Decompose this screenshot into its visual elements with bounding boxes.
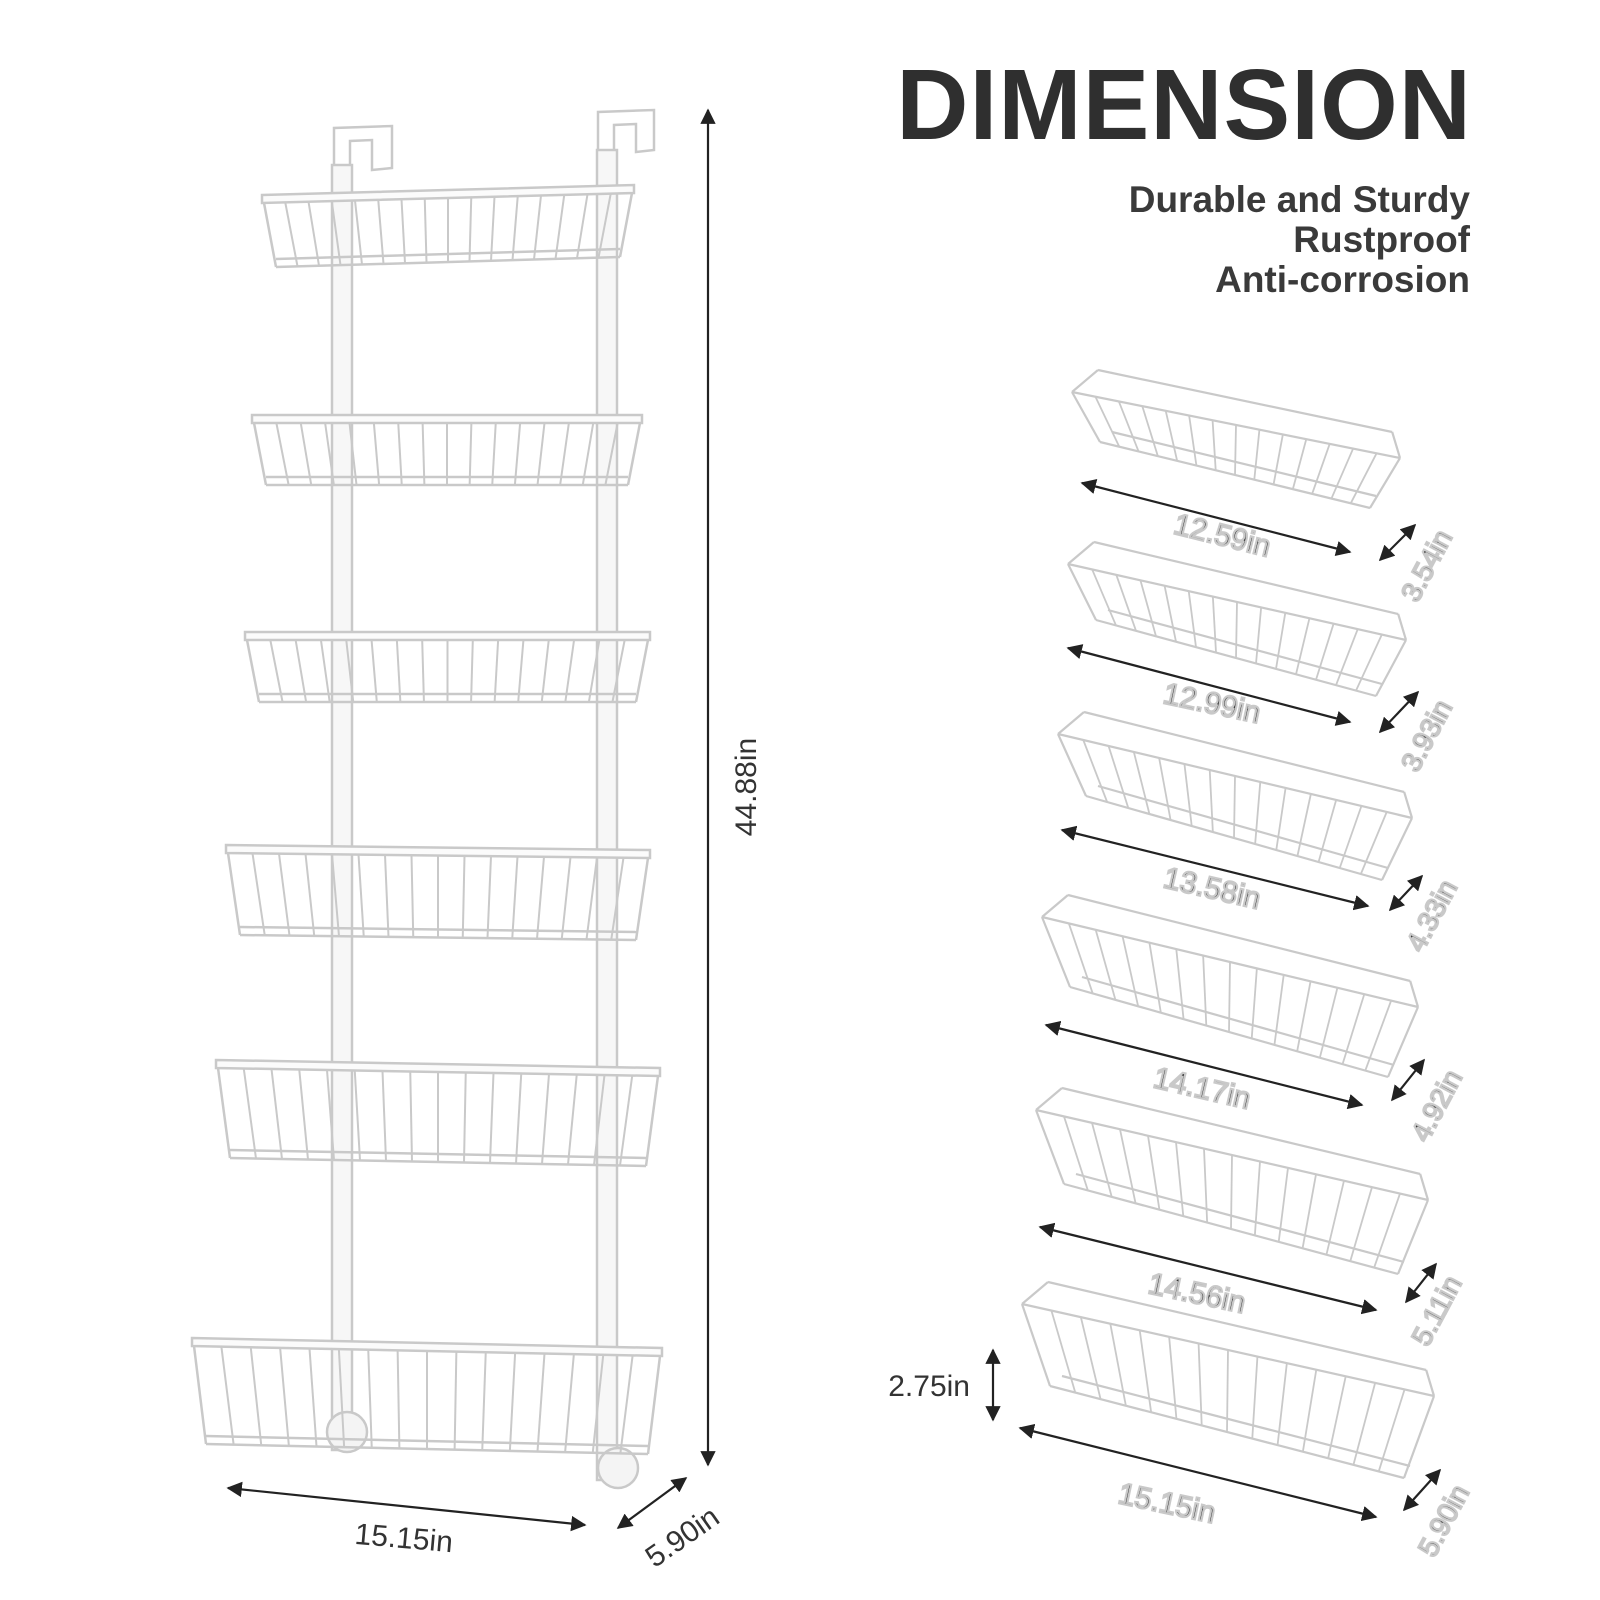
rack-shelf [250, 413, 644, 487]
basket-length-arrow [1018, 1423, 1378, 1522]
page-title: DIMENSION [896, 49, 1472, 161]
rack-shelf [214, 1058, 662, 1168]
basket-height-label: 4.92in [1405, 1065, 1468, 1147]
basket-height-arrow [1405, 1262, 1437, 1304]
basket-height-label: 5.11in [1406, 1270, 1468, 1350]
basket-height-arrow [1402, 1468, 1442, 1512]
basket-height-arrow [1378, 523, 1417, 562]
feature-item: Anti-corrosion [1215, 259, 1470, 300]
left-upright [330, 163, 354, 1452]
basket-height-arrow [1388, 874, 1424, 912]
basket-length-label: 14.17in [1150, 1062, 1253, 1116]
basket-depth-label: 2.75in [888, 1370, 970, 1403]
basket-length-label: 13.58in [1160, 862, 1263, 916]
basket-height-arrow [1378, 690, 1420, 734]
right-hook [596, 108, 656, 160]
basket [1040, 893, 1420, 1079]
rack-shelf [190, 1336, 664, 1456]
basket [1071, 368, 1402, 510]
left-hook [332, 124, 394, 175]
feature-item: Durable and Sturdy [1128, 179, 1470, 220]
rack-depth-label: 5.90in [640, 1500, 726, 1574]
rack-shelf [243, 630, 652, 704]
rack-shelf [260, 183, 636, 269]
basket [1067, 540, 1408, 698]
basket-length-arrow [1044, 1020, 1364, 1110]
rack-shelf [224, 843, 652, 942]
rack-width-label: 15.15in [353, 1518, 454, 1559]
basket [1034, 1086, 1430, 1276]
basket-length-label: 12.59in [1171, 508, 1274, 564]
left-wheel [325, 1410, 369, 1454]
basket-length-label: 15.15in [1115, 1477, 1218, 1530]
basket-height-arrow [1391, 1058, 1425, 1102]
rack-depth-arrow [616, 1477, 688, 1529]
right-upright [595, 148, 619, 1482]
rack-height-label: 44.88in [730, 738, 763, 836]
feature-item: Rustproof [1293, 219, 1470, 260]
basket-length-arrow [1066, 644, 1352, 726]
basket-length-arrow [1060, 825, 1370, 911]
basket-height-label: 4.33in [1400, 875, 1463, 957]
rack-illustration [190, 108, 664, 1490]
basket [1056, 710, 1414, 882]
feature-list: Durable and Sturdy Rustproof Anti-corros… [1129, 180, 1470, 300]
basket-length-arrow [1080, 478, 1352, 557]
basket-length-arrow [1038, 1222, 1378, 1315]
rack-width-arrow [226, 1481, 587, 1532]
